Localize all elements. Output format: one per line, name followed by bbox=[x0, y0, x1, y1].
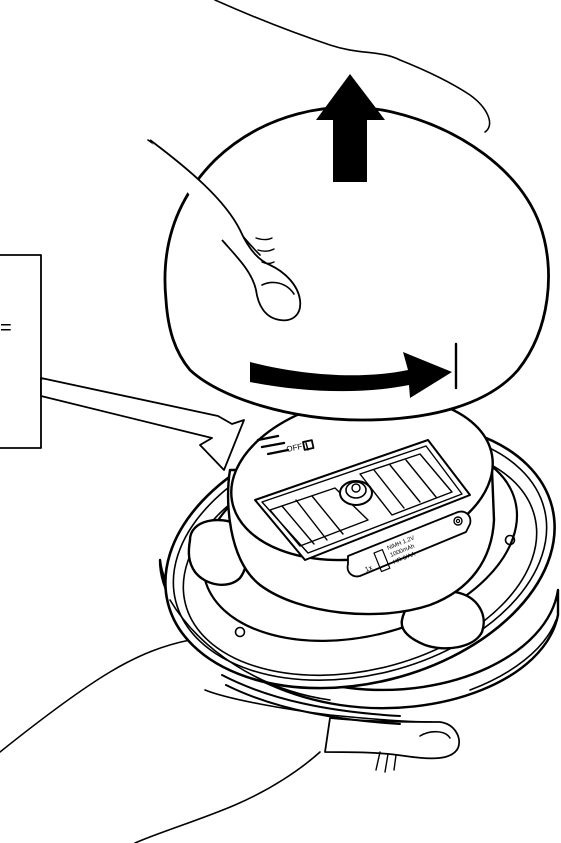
callout-text: = bbox=[0, 317, 12, 339]
callout-box: = bbox=[0, 255, 41, 448]
callout-pointer-arrow bbox=[41, 378, 244, 470]
